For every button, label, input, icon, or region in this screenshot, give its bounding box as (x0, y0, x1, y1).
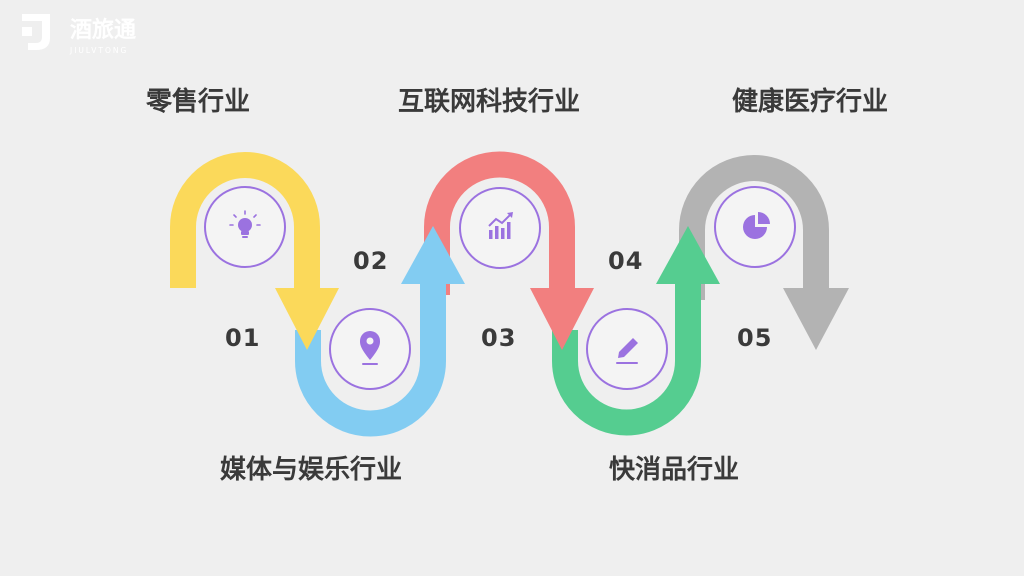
step-icon-05 (714, 186, 796, 268)
arrow-04 (552, 226, 720, 436)
step-label-04: 快消品行业 (609, 454, 739, 485)
step-label-01: 零售行业 (146, 86, 250, 117)
logo: 酒旅通 JIULVTONG (22, 14, 136, 55)
arrow-02 (295, 226, 465, 437)
step-number-03: 03 (481, 324, 516, 352)
bar-chart-trend-icon (488, 212, 513, 239)
step-icon-02 (329, 308, 411, 390)
logo-subtitle: JIULVTONG (69, 46, 128, 55)
pie-chart-icon (743, 212, 770, 239)
step-number-02: 02 (353, 247, 388, 275)
lightbulb-icon (229, 210, 261, 238)
location-pin-icon (360, 331, 380, 365)
step-label-02: 媒体与娱乐行业 (220, 454, 402, 485)
arrow-05 (679, 155, 849, 350)
logo-j-icon (22, 14, 50, 50)
step-number-04: 04 (608, 247, 643, 275)
arrow-03 (424, 151, 594, 350)
pencil-icon (616, 338, 638, 364)
step-label-05: 健康医疗行业 (732, 86, 888, 117)
step-icon-04 (586, 308, 668, 390)
arrow-01 (170, 152, 339, 350)
logo-name: 酒旅通 (70, 17, 136, 43)
step-icon-01 (204, 186, 286, 268)
step-number-05: 05 (737, 324, 772, 352)
step-label-03: 互联网科技行业 (398, 86, 580, 117)
step-number-01: 01 (225, 324, 260, 352)
step-icon-03 (459, 187, 541, 269)
